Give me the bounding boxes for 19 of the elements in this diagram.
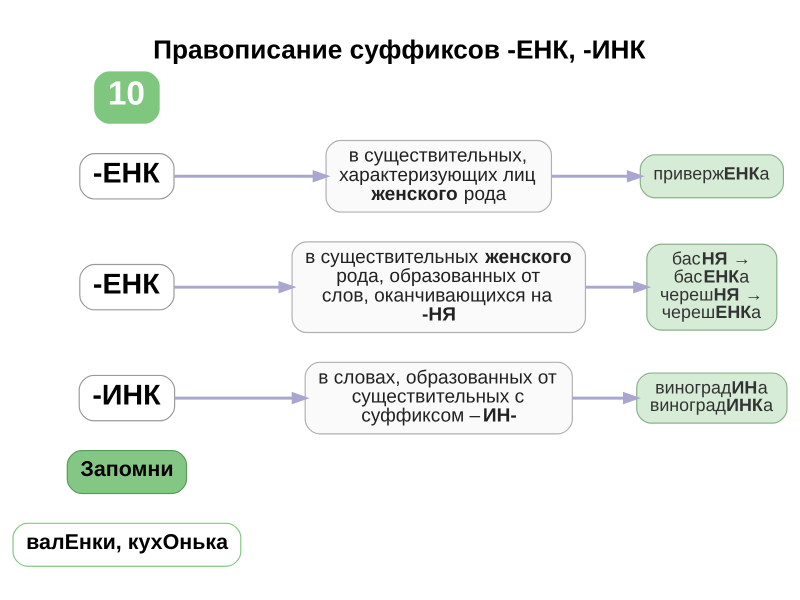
node-box: валЕнки, кухОнька bbox=[12, 522, 242, 567]
arrow bbox=[174, 170, 331, 183]
node-box: в словах, образованных от существительных с суффиксом –ИН- bbox=[304, 362, 573, 434]
arrow bbox=[572, 392, 641, 404]
arrow bbox=[586, 280, 652, 294]
node-box: -ЕНК bbox=[79, 264, 175, 310]
node-box: басНЯ → басЕНКа черешНЯ → черешЕНКа bbox=[646, 244, 778, 331]
node-box: Запомни bbox=[66, 450, 188, 494]
node-box: привержЕНКа bbox=[640, 154, 784, 198]
node-box: в существительных женского рода, образованных от слов, оканчивающихся на -НЯ bbox=[291, 241, 586, 334]
node-box: виноградИНа виноградИНКа bbox=[636, 372, 788, 424]
node-box: -ИНК bbox=[78, 374, 176, 422]
label: 10 bbox=[108, 76, 145, 113]
arrow bbox=[552, 170, 645, 183]
arrow bbox=[174, 392, 310, 404]
arrow bbox=[174, 280, 296, 294]
node-box: -ЕНК bbox=[79, 153, 175, 200]
node-box: в существительных, характеризующих лиц женского рода bbox=[325, 140, 552, 213]
diagram-title: Правописание суффиксов -ЕНК, -ИНК bbox=[153, 34, 646, 64]
